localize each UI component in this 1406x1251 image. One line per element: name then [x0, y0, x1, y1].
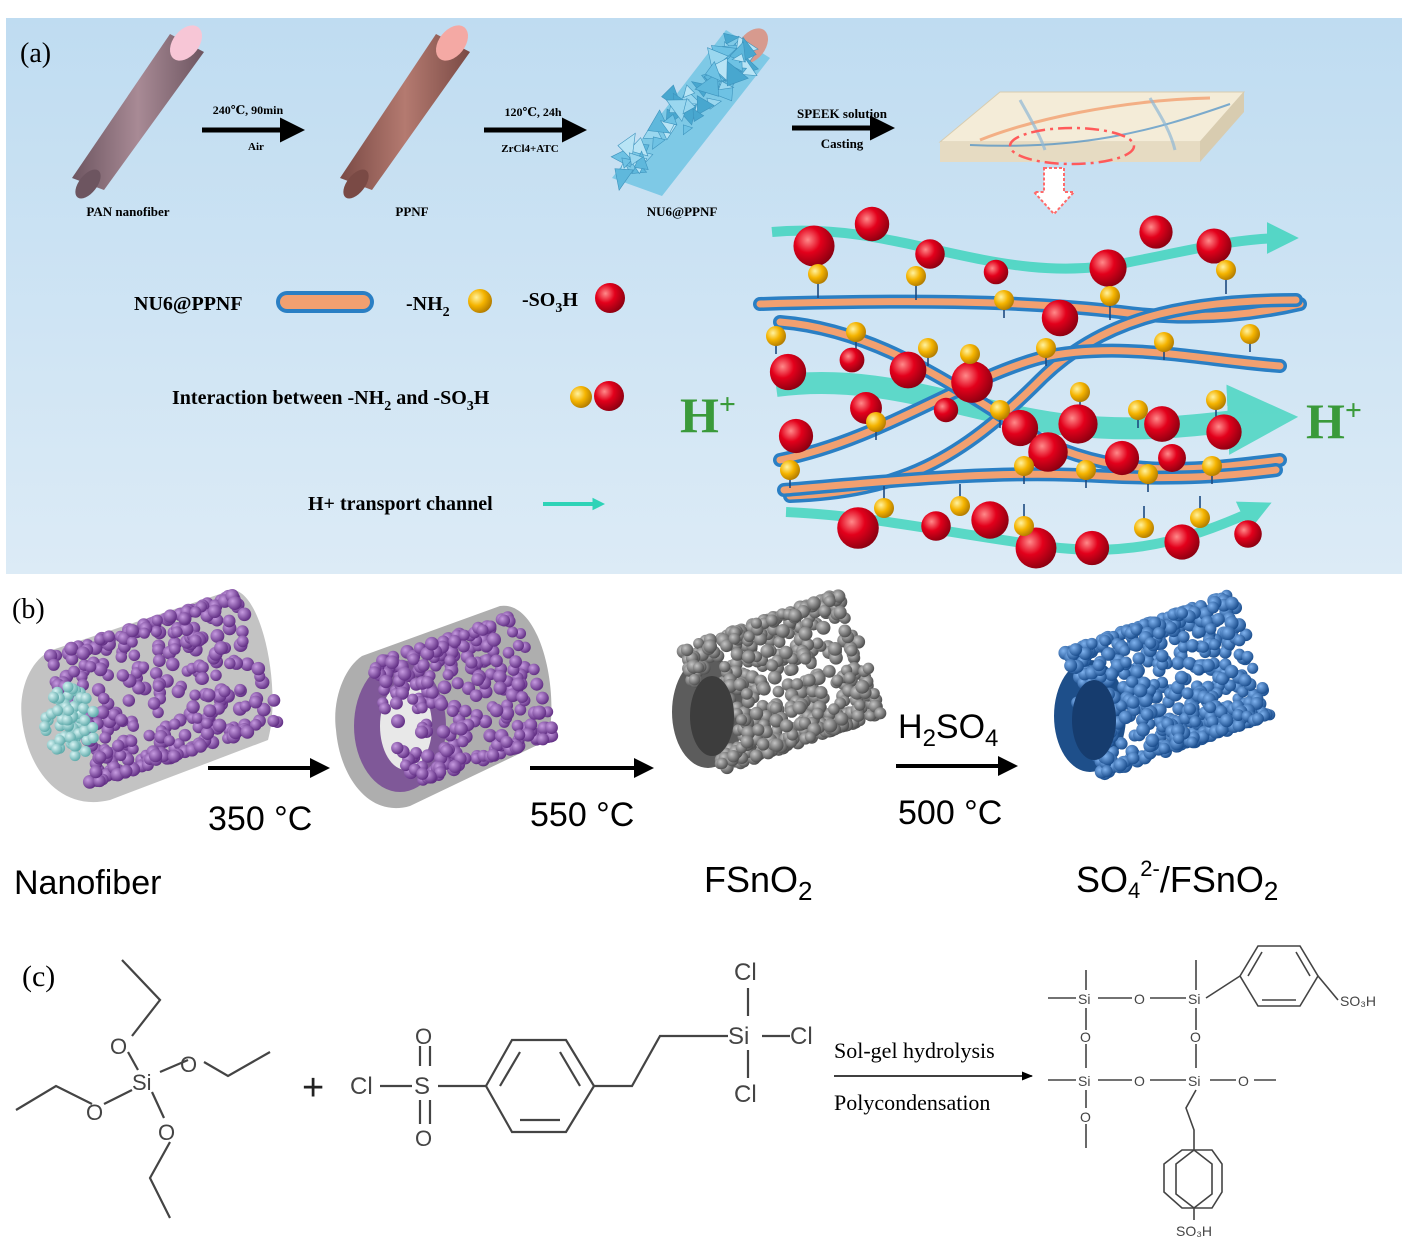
temp-550-label: 550 °C — [530, 796, 634, 834]
csptc-o-top: O — [415, 1024, 432, 1049]
teos-o-top: O — [110, 1034, 127, 1059]
csptc-si: Si — [728, 1023, 749, 1050]
legend-so3h-label: -SO3H — [522, 289, 578, 316]
net-si-1: Si — [1078, 991, 1090, 1007]
legend-fiber-label: NU6@PPNF — [134, 293, 243, 315]
csptc-cl-right: Cl — [790, 1023, 813, 1050]
legend-so3h-ball — [595, 283, 625, 313]
proton-left-label: H+ — [680, 387, 736, 443]
so4-fsno2-name: SO42-/FSnO2 — [1076, 856, 1278, 906]
step1-condition-top: 240℃, 90min — [213, 103, 284, 117]
panel-c-label: (c) — [22, 960, 55, 993]
ppnf-rod — [340, 25, 470, 199]
csptc-cl-s: Cl — [350, 1073, 373, 1100]
fsno2-name: FSnO2 — [704, 859, 813, 906]
step3-condition-bottom: Casting — [821, 136, 864, 151]
legend-interaction-label: Interaction between -NH2 and -SO3H — [172, 387, 490, 414]
teos-o-right: O — [180, 1052, 197, 1077]
csptc-cl-top: Cl — [734, 959, 757, 986]
panel-c: (c) O Si O O O + Cl S O O — [15, 945, 1376, 1239]
fsno2-tube — [672, 589, 887, 775]
net-so3h-bottom: SO₃H — [1176, 1223, 1212, 1239]
legend-fiber-swatch — [276, 291, 374, 313]
step3-condition-top: SPEEK solution — [797, 106, 888, 121]
net-o-6: O — [1080, 1109, 1091, 1125]
net-si-3: Si — [1078, 1073, 1090, 1089]
panel-b: (b) 350 °C 550 °C H2SO4 500 °C Nanofiber… — [12, 589, 1278, 906]
reaction-bottom-label: Polycondensation — [834, 1090, 990, 1115]
membrane-slab — [938, 91, 1246, 216]
net-o-3: O — [1190, 1029, 1201, 1045]
panel-a-label: (a) — [20, 38, 51, 69]
teos-molecule: O Si O O O — [15, 959, 271, 1219]
step2-condition-top: 120℃, 24h — [504, 105, 561, 119]
so4-fsno2-tube — [1054, 589, 1276, 781]
temp-500-label: 500 °C — [898, 794, 1002, 832]
reaction-top-label: Sol-gel hydrolysis — [834, 1038, 995, 1063]
csptc-s: S — [414, 1073, 430, 1100]
step2-condition-bottom: ZrCl4+ATC — [501, 143, 558, 155]
functional-groups — [766, 206, 1262, 569]
net-o-5: O — [1238, 1073, 1249, 1089]
proton-right-label: H+ — [1306, 393, 1362, 449]
hollow-fiber-tube — [335, 605, 559, 809]
pan-nanofiber-label: PAN nanofiber — [86, 204, 169, 219]
csptc-cl-bottom: Cl — [734, 1081, 757, 1108]
nu6-ppnf-label: NU6@PPNF — [647, 204, 718, 219]
net-o-1: O — [1134, 991, 1145, 1007]
nu6-ppnf-crystal-rod — [610, 28, 770, 196]
nanofiber-name: Nanofiber — [14, 864, 161, 902]
teos-si: Si — [132, 1070, 152, 1095]
net-si-4: Si — [1188, 1073, 1200, 1089]
legend-interaction-so3h-ball — [594, 381, 624, 411]
csptc-molecule: Cl S O O Si Cl Cl Cl — [350, 959, 813, 1151]
step1-condition-bottom: Air — [248, 141, 264, 153]
plus-sign: + — [302, 1067, 324, 1109]
csptc-o-bottom: O — [415, 1126, 432, 1151]
product-network: Si O Si O O Si O Si O O SO₃H SO₃H — [1048, 945, 1376, 1239]
net-so3h-right: SO₃H — [1340, 993, 1376, 1009]
legend-nh2-ball — [468, 289, 492, 313]
legend-channel-label: H+ transport channel — [308, 493, 493, 515]
net-o-4: O — [1134, 1073, 1145, 1089]
teos-o-left: O — [86, 1100, 103, 1125]
net-si-2: Si — [1188, 991, 1200, 1007]
nanofiber-tube — [21, 589, 284, 803]
pan-nanofiber-rod — [72, 25, 204, 199]
temp-350-label: 350 °C — [208, 800, 312, 838]
teos-o-bottom: O — [158, 1120, 175, 1145]
legend-nh2-label: -NH2 — [406, 293, 450, 320]
ppnf-label: PPNF — [395, 204, 428, 219]
net-o-2: O — [1080, 1029, 1091, 1045]
reagent-h2so4-label: H2SO4 — [898, 708, 998, 752]
panel-a: (a) PAN nanofiber 240℃, 90min Air PPNF 1… — [6, 18, 1402, 574]
panel-b-label: (b) — [12, 594, 45, 625]
legend-interaction-nh2-ball — [570, 386, 592, 408]
membrane-microstructure — [753, 206, 1307, 569]
